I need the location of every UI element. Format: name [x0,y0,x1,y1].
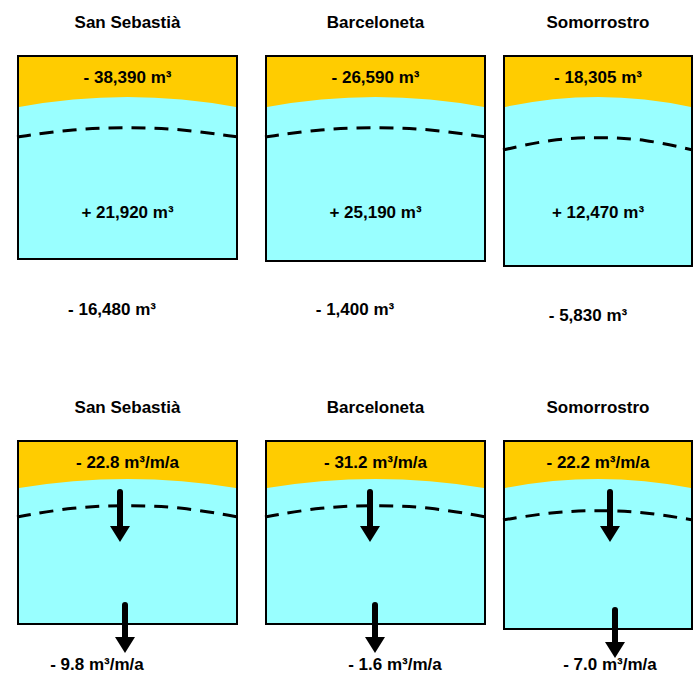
transport-arrow [110,492,130,542]
eroded-beach-band: - 26,590 m³ [267,57,484,107]
arrow-shaft [612,610,618,646]
dashed-profile-line [265,128,486,137]
dashed-profile-line [17,506,238,517]
volume-loss: - 26,590 m³ [267,68,484,88]
eroded-beach-band: - 31.2 m³/m/a [267,442,484,488]
dashed-profile-line [17,128,238,137]
arrow-shaft [122,605,128,641]
arrow-head [360,526,380,542]
eroded-beach-band: - 22.2 m³/m/a [505,442,691,488]
beach-name: Barceloneta [247,13,504,33]
transport-arrow [115,605,135,653]
transport-arrow [605,610,625,658]
transport-arrow [600,492,620,542]
beach-profile-box: Barceloneta+ 25,190 m³- 26,590 m³ [265,55,486,262]
band-fill [19,442,236,488]
net-balance: - 7.0 m³/m/a [563,655,657,675]
volume-loss: - 31.2 m³/m/a [267,453,484,473]
band-fill [19,57,236,107]
volume-loss: - 22.8 m³/m/a [19,453,236,473]
beach-profile-box: Somorrostro- 22.2 m³/m/a [503,440,693,630]
volume-loss: - 38,390 m³ [19,68,236,88]
band-fill [505,442,691,488]
volume-gain: + 12,470 m³ [505,203,691,223]
beach-profile-box: Somorrostro+ 12,470 m³- 18,305 m³ [503,55,693,267]
volume-gain: + 21,920 m³ [19,203,236,223]
dashed-profile-line [503,511,693,520]
arrow-head [365,637,385,653]
arrow-shaft [607,492,613,530]
arrow-head [115,637,135,653]
transport-arrow [360,492,380,542]
dashed-profile-line [265,506,486,517]
eroded-beach-band: - 38,390 m³ [19,57,236,107]
band-fill [505,57,691,107]
arrow-head [110,526,130,542]
arrow-shaft [117,492,123,530]
volume-gain: + 25,190 m³ [267,203,484,223]
net-balance: - 5,830 m³ [549,306,627,326]
beach-profile-box: San Sebastià+ 21,920 m³- 38,390 m³ [17,55,238,260]
eroded-beach-band: - 22.8 m³/m/a [19,442,236,488]
net-balance: - 1.6 m³/m/a [348,655,442,675]
beach-name: Somorrostro [485,398,693,418]
arrow-shaft [367,492,373,530]
net-balance: - 16,480 m³ [68,300,156,320]
beach-name: San Sebastià [0,13,256,33]
beach-profile-box: Barceloneta- 31.2 m³/m/a [265,440,486,625]
dashed-profile-line [503,138,693,150]
net-balance: - 9.8 m³/m/a [50,655,144,675]
beach-profile-box: San Sebastià- 22.8 m³/m/a [17,440,238,625]
arrow-head [600,526,620,542]
eroded-beach-band: - 18,305 m³ [505,57,691,107]
arrow-shaft [372,605,378,641]
beach-name: Barceloneta [247,398,504,418]
band-fill [267,57,484,107]
transport-arrow [365,605,385,653]
volume-loss: - 22.2 m³/m/a [505,453,691,473]
net-balance: - 1,400 m³ [316,300,394,320]
beach-name: Somorrostro [485,13,693,33]
band-fill [267,442,484,488]
beach-name: San Sebastià [0,398,256,418]
volume-loss: - 18,305 m³ [505,68,691,88]
